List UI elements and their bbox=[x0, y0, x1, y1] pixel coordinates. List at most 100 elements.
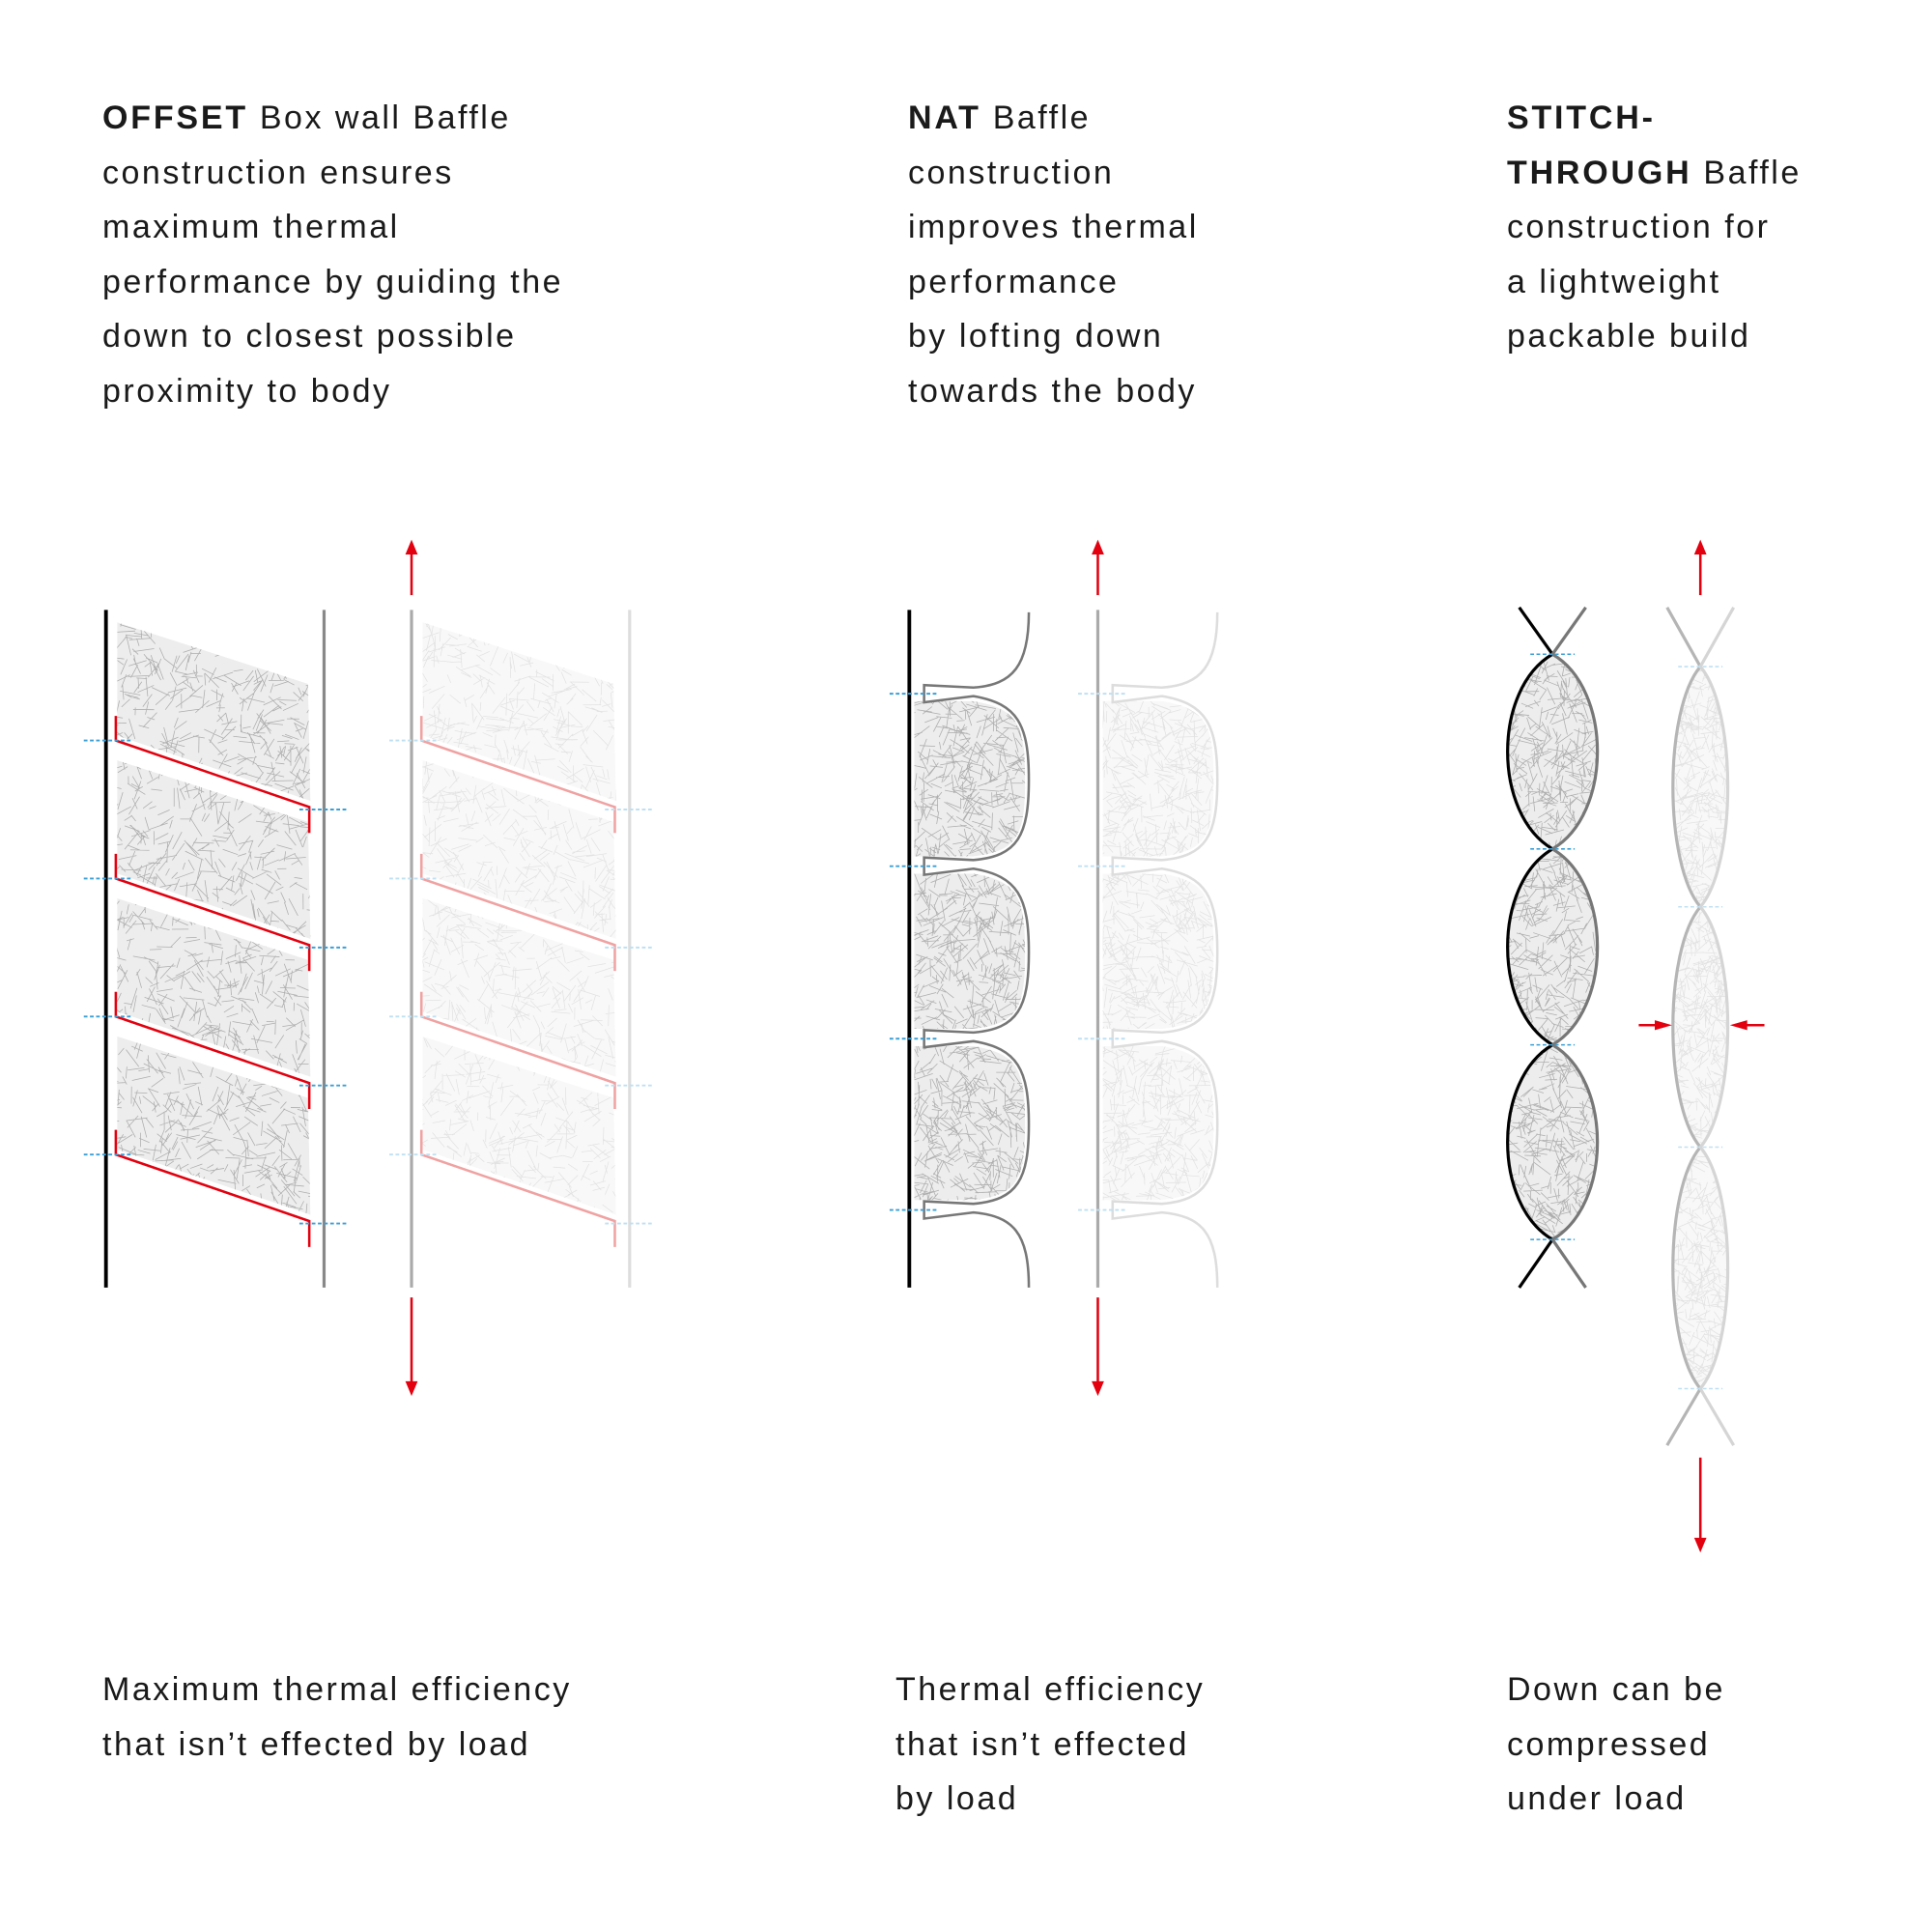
nat-description: NAT Baffle construction improves thermal… bbox=[908, 91, 1199, 418]
down-cluster bbox=[1507, 1044, 1598, 1240]
stitch-shell-outer bbox=[1698, 905, 1730, 1149]
offset-baffle-wall bbox=[114, 853, 311, 972]
stitch-shell-outer bbox=[1550, 606, 1587, 656]
nat-outer-shell bbox=[1111, 611, 1219, 1288]
stitch-shell-outer bbox=[1698, 666, 1730, 908]
offset-baffle-wall bbox=[419, 991, 616, 1109]
offset-baffle-wall bbox=[419, 853, 616, 972]
down-cluster-base bbox=[422, 759, 616, 939]
text-line: Baffle bbox=[980, 99, 1092, 136]
offset-baffle-wall bbox=[419, 1129, 616, 1247]
down-cluster bbox=[1672, 906, 1728, 1148]
text-line: packable build bbox=[1507, 318, 1751, 355]
text-line: maximum thermal bbox=[102, 209, 400, 245]
down-fibers bbox=[1102, 700, 1214, 857]
text-line: proximity to body bbox=[102, 372, 392, 410]
down-cluster-base bbox=[422, 1036, 616, 1215]
stitch-shell-inner bbox=[1506, 1043, 1553, 1241]
load-arrow-down-head bbox=[1693, 1537, 1707, 1553]
nat-title: NAT bbox=[908, 99, 981, 136]
text-line: that isn’t effected by load bbox=[102, 1725, 531, 1763]
stitch-through-description: STITCH- THROUGH Baffle construction for … bbox=[1507, 91, 1802, 364]
down-cluster bbox=[1102, 700, 1214, 857]
stitch-through-caption: Down can be compressed under load bbox=[1507, 1662, 1725, 1827]
stitch-shell-outer bbox=[1550, 1238, 1587, 1289]
down-cluster-base bbox=[117, 622, 311, 802]
offset-baffle-wall bbox=[419, 716, 616, 834]
text-line: towards the body bbox=[908, 372, 1197, 410]
text-line: by load bbox=[895, 1780, 1019, 1817]
stitch-shell-outer bbox=[1551, 652, 1600, 851]
text-line: construction ensures bbox=[102, 154, 454, 191]
stitch-through-title: STITCH- bbox=[1507, 99, 1656, 136]
down-cluster-base bbox=[422, 897, 616, 1077]
stitch-shell-outer bbox=[1698, 1387, 1736, 1446]
compression-arrow-right-head bbox=[1729, 1020, 1747, 1031]
down-fibers bbox=[914, 700, 1026, 857]
offset-baffle-wall bbox=[114, 716, 311, 834]
down-cluster-base bbox=[1672, 906, 1728, 1148]
text-line: Maximum thermal efficiency bbox=[102, 1671, 572, 1708]
down-cluster-base bbox=[914, 700, 1026, 857]
text-line: performance bbox=[908, 263, 1120, 300]
stitch-shell-inner bbox=[1506, 652, 1553, 851]
text-line: down to closest possible bbox=[102, 318, 517, 355]
stitch-through-title: THROUGH bbox=[1507, 154, 1692, 191]
offset-description: OFFSET Box wall Baffle construction ensu… bbox=[102, 91, 563, 418]
stitch-shell-outer bbox=[1698, 607, 1736, 668]
load-arrow-up-head bbox=[1693, 539, 1707, 554]
down-fibers bbox=[117, 759, 311, 939]
offset-caption: Maximum thermal efficiency that isn’t ef… bbox=[102, 1662, 572, 1772]
down-cluster-base bbox=[422, 622, 616, 802]
text-line: under load bbox=[1507, 1780, 1687, 1817]
down-cluster bbox=[914, 700, 1026, 857]
down-cluster bbox=[117, 759, 311, 939]
text-line: compressed bbox=[1507, 1725, 1711, 1763]
stitch-shell-inner bbox=[1665, 1387, 1702, 1446]
down-cluster bbox=[1672, 667, 1728, 907]
stitch-shell-inner bbox=[1671, 1146, 1702, 1390]
nat-caption: Thermal efficiency that isn’t effected b… bbox=[895, 1662, 1205, 1827]
down-cluster bbox=[914, 873, 1026, 1030]
down-fibers bbox=[1102, 1045, 1214, 1201]
text-line: performance by guiding the bbox=[102, 263, 564, 300]
stitch-shell-inner bbox=[1665, 607, 1702, 668]
down-cluster-base bbox=[1102, 873, 1214, 1030]
text-line: improves thermal bbox=[908, 209, 1199, 245]
load-arrow-up-head bbox=[1092, 539, 1104, 554]
text-line: construction for bbox=[1507, 209, 1771, 245]
stitch-shell-outer bbox=[1551, 1043, 1600, 1241]
down-cluster-base bbox=[117, 1036, 311, 1215]
text-line: that isn’t effected bbox=[895, 1725, 1189, 1763]
text-line: Box wall Baffle bbox=[247, 99, 511, 136]
text-line: Thermal efficiency bbox=[895, 1671, 1206, 1708]
down-cluster-base bbox=[1102, 700, 1214, 857]
text-line: a lightweight bbox=[1507, 263, 1721, 300]
text-line: Down can be bbox=[1507, 1671, 1725, 1708]
down-fibers bbox=[914, 1045, 1026, 1201]
baffle-lines bbox=[83, 539, 1765, 1553]
offset-title: OFFSET bbox=[102, 99, 248, 136]
text-line: Baffle bbox=[1691, 154, 1802, 191]
offset-baffle-wall bbox=[114, 1129, 311, 1247]
compression-arrow-left-head bbox=[1655, 1020, 1672, 1031]
load-arrow-down-head bbox=[1092, 1380, 1104, 1397]
stitch-shell-inner bbox=[1671, 905, 1702, 1149]
stitch-shell-inner bbox=[1671, 666, 1702, 908]
load-arrow-down-head bbox=[405, 1380, 418, 1397]
text-line: construction bbox=[908, 154, 1115, 191]
down-cluster-base bbox=[1672, 1147, 1728, 1389]
nat-outer-shell bbox=[923, 611, 1031, 1288]
stitch-shell-inner bbox=[1506, 847, 1553, 1047]
down-cluster-base bbox=[117, 759, 311, 939]
down-cluster bbox=[1102, 873, 1214, 1030]
stitch-shell-outer bbox=[1698, 1146, 1730, 1390]
down-cluster bbox=[1672, 1147, 1728, 1389]
down-cluster-base bbox=[1507, 848, 1598, 1045]
down-cluster-base bbox=[1102, 1045, 1214, 1201]
load-arrow-up-head bbox=[405, 539, 418, 554]
down-fill bbox=[117, 622, 1728, 1389]
text-line: by lofting down bbox=[908, 318, 1164, 355]
down-cluster bbox=[914, 1045, 1026, 1201]
